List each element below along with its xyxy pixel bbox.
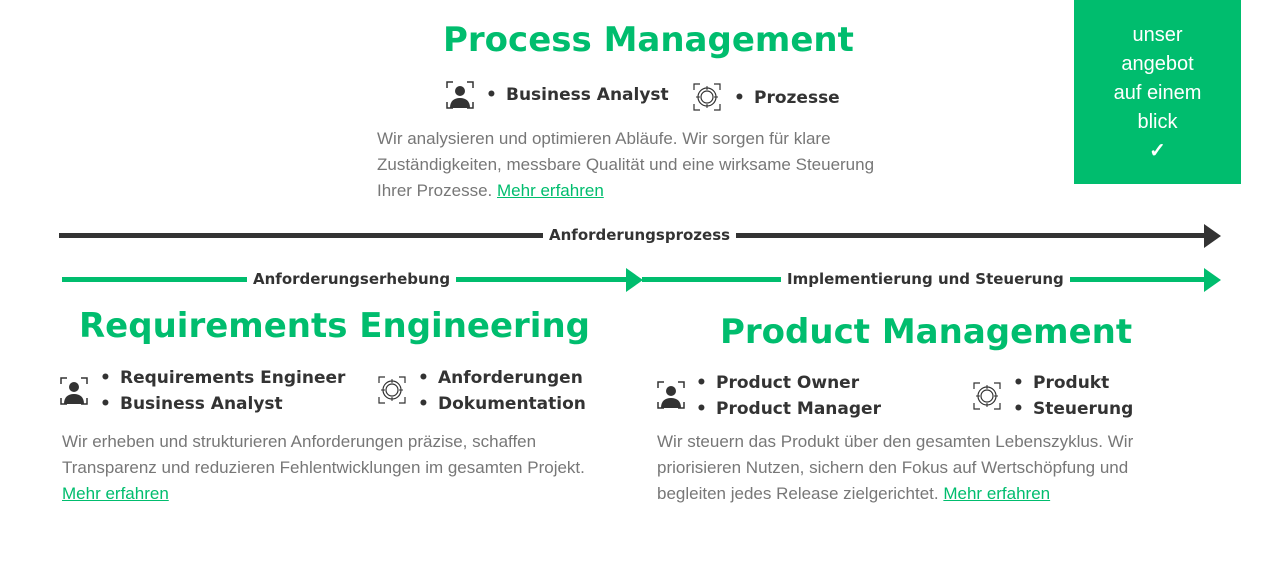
cta-line: unser <box>1132 24 1183 46</box>
cta-line: auf einem <box>1113 82 1202 104</box>
arrow-head-icon <box>626 268 643 292</box>
topic-item: Dokumentation <box>418 391 586 417</box>
cta-line: angebot <box>1121 53 1194 75</box>
topic-item: Anforderungen <box>418 365 586 391</box>
person-icon <box>446 81 474 109</box>
description-text: Wir erheben und strukturieren Anforderun… <box>62 432 585 477</box>
offer-overview-button[interactable]: unser angebot auf einem blick ✓ <box>1074 0 1241 184</box>
process-title: Process Management <box>443 20 854 60</box>
pm-topics: ProduktSteuerung <box>1013 370 1133 422</box>
role-item: Business Analyst <box>486 82 669 108</box>
re-roles: Requirements EngineerBusiness Analyst <box>100 365 345 417</box>
pm-roles: Product OwnerProduct Manager <box>696 370 881 422</box>
target-icon <box>973 382 1001 410</box>
elicitation-label: Anforderungserhebung <box>247 270 457 288</box>
pm-more-link[interactable]: Mehr erfahren <box>943 484 1051 503</box>
cta-line: blick <box>1137 111 1178 133</box>
implementation-label: Implementierung und Steuerung <box>781 270 1070 288</box>
process-more-link[interactable]: Mehr erfahren <box>497 181 604 200</box>
process-arrow-label: Anforderungsprozess <box>543 226 737 244</box>
role-item: Business Analyst <box>100 391 345 417</box>
description-text: Wir analysieren und optimieren Abläufe. … <box>377 129 875 200</box>
target-icon <box>693 83 721 111</box>
role-item: Requirements Engineer <box>100 365 345 391</box>
topic-item: Produkt <box>1013 370 1133 396</box>
process-roles: Business Analyst <box>486 82 669 108</box>
role-item: Product Owner <box>696 370 881 396</box>
process-topics: Prozesse <box>734 85 840 111</box>
re-description: Wir erheben und strukturieren Anforderun… <box>62 429 602 507</box>
pm-title: Product Management <box>720 312 1133 352</box>
person-icon <box>657 381 685 409</box>
topic-item: Prozesse <box>734 85 840 111</box>
topic-item: Steuerung <box>1013 396 1133 422</box>
target-icon <box>378 376 406 404</box>
arrow-head-icon <box>1204 268 1221 292</box>
re-more-link[interactable]: Mehr erfahren <box>62 484 169 503</box>
person-icon <box>60 377 88 405</box>
role-item: Product Manager <box>696 396 881 422</box>
description-text: Wir steuern das Produkt über den gesamte… <box>657 432 1134 503</box>
check-icon: ✓ <box>1149 140 1166 162</box>
pm-description: Wir steuern das Produkt über den gesamte… <box>657 429 1187 507</box>
re-title: Requirements Engineering <box>79 306 590 346</box>
arrow-head-icon <box>1204 224 1221 248</box>
re-topics: AnforderungenDokumentation <box>418 365 586 417</box>
process-description: Wir analysieren und optimieren Abläufe. … <box>377 126 887 204</box>
